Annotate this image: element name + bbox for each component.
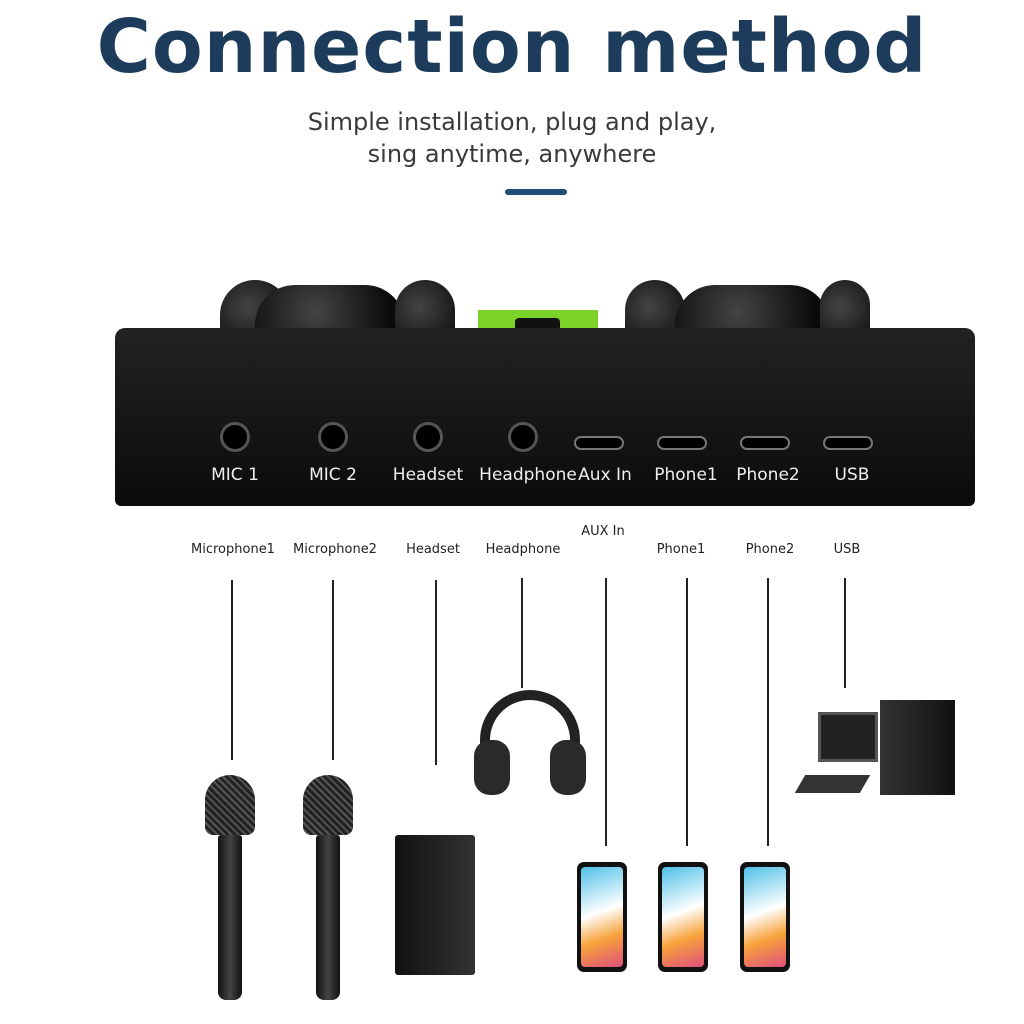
subtitle-line-1: Simple installation, plug and play, xyxy=(307,108,717,136)
connector-line xyxy=(435,580,437,765)
aux-port xyxy=(574,436,624,450)
port-label: Phone2 xyxy=(736,465,800,485)
microphone-handle xyxy=(218,835,242,1000)
headphone-jack xyxy=(508,422,538,452)
phone-icon xyxy=(740,862,790,972)
connection-label: Microphone2 xyxy=(293,542,377,557)
headphone-icon xyxy=(480,690,580,770)
connector-line xyxy=(605,578,607,846)
phone-icon xyxy=(577,862,627,972)
port-label: Phone1 xyxy=(654,465,718,485)
headphone-cup xyxy=(474,740,510,795)
page-title: Connection method xyxy=(96,4,928,90)
subtitle-line-2: sing anytime, anywhere xyxy=(367,140,657,168)
sound-card-device xyxy=(115,328,975,506)
connection-label: Phone2 xyxy=(745,542,795,557)
connector-line xyxy=(231,580,233,760)
computer-monitor-icon xyxy=(818,712,878,762)
connection-label: Headphone xyxy=(485,542,561,557)
speaker-icon xyxy=(395,835,475,975)
phone-icon xyxy=(658,862,708,972)
port-label: MIC 2 xyxy=(309,465,357,485)
port-label: Headset xyxy=(392,465,464,485)
microphone-icon xyxy=(303,775,353,835)
computer-tower-icon xyxy=(880,700,955,795)
connection-label: Microphone1 xyxy=(191,542,275,557)
port-label: Headphone xyxy=(479,465,577,485)
connection-label: Phone1 xyxy=(656,542,706,557)
port-label: MIC 1 xyxy=(211,465,259,485)
title-underline xyxy=(505,189,567,195)
port-label: USB xyxy=(834,465,870,485)
connector-line xyxy=(767,578,769,846)
headset-jack xyxy=(413,422,443,452)
connector-line xyxy=(686,578,688,846)
mic2-jack xyxy=(318,422,348,452)
headphone-cup xyxy=(550,740,586,795)
connector-line xyxy=(844,578,846,688)
microphone-handle xyxy=(316,835,340,1000)
connection-label: Headset xyxy=(406,542,460,557)
connector-line xyxy=(521,578,523,688)
mic1-jack xyxy=(220,422,250,452)
connector-line xyxy=(332,580,334,760)
keyboard-icon xyxy=(794,775,871,793)
port-label: Aux In xyxy=(578,465,632,485)
usb-port xyxy=(823,436,873,450)
connection-label: AUX In xyxy=(581,524,625,539)
phone1-port xyxy=(657,436,707,450)
microphone-icon xyxy=(205,775,255,835)
phone2-port xyxy=(740,436,790,450)
connection-label: USB xyxy=(833,542,861,557)
